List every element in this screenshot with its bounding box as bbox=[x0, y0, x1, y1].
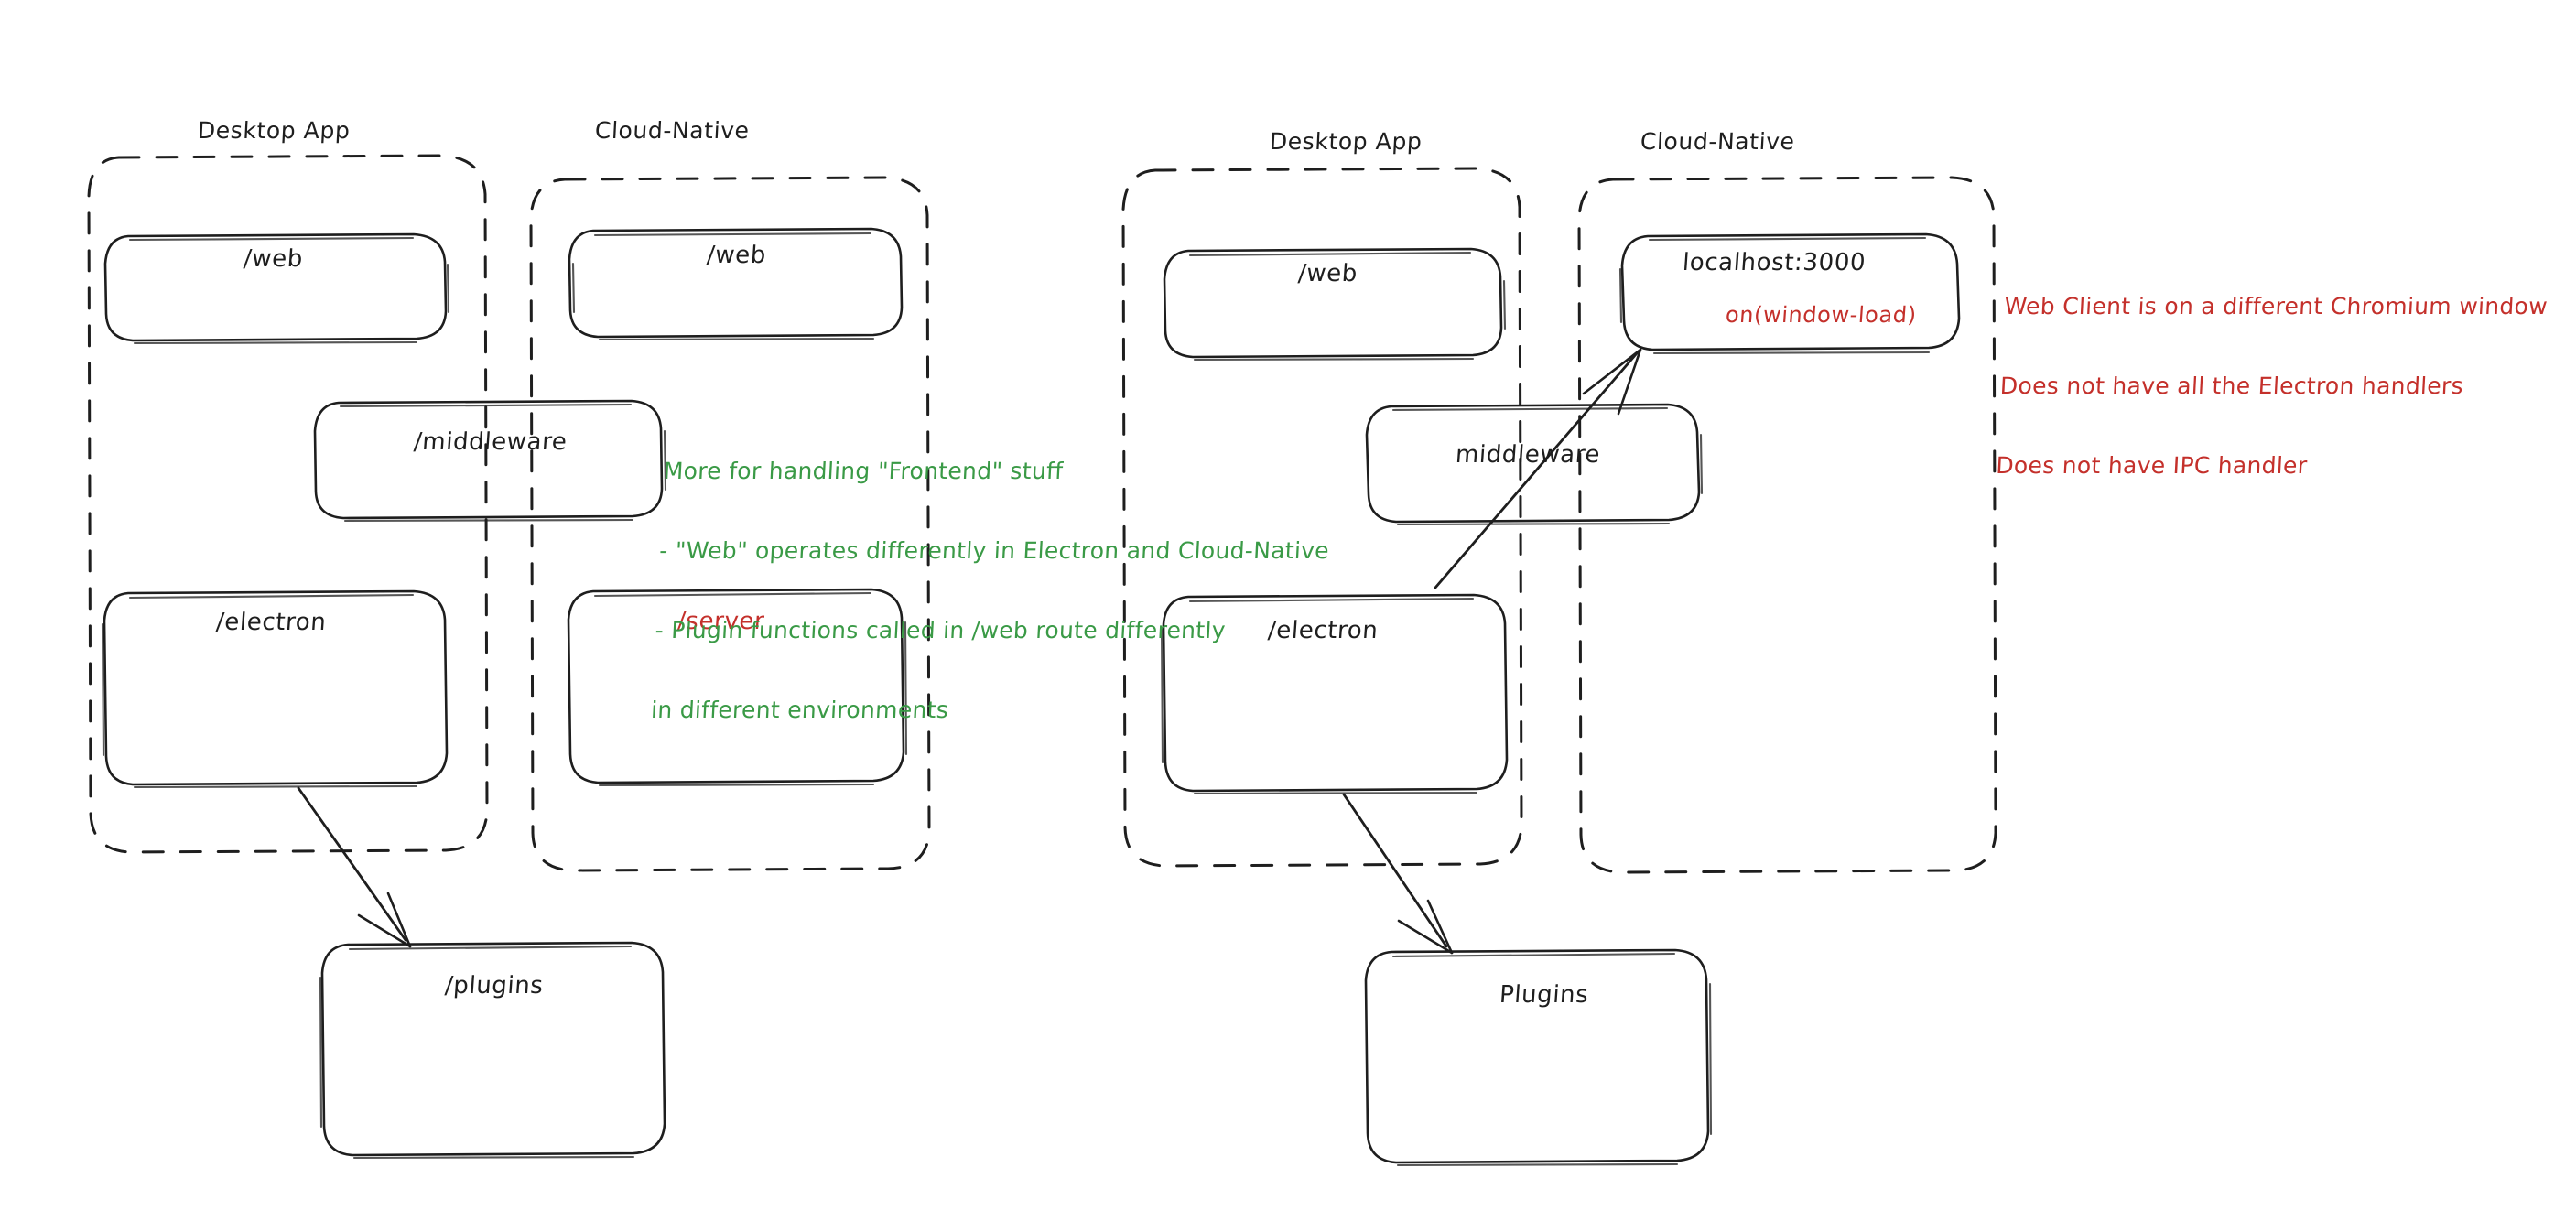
box-plugins-left bbox=[319, 941, 666, 1160]
frame-title-desktop-app-right: Desktop App bbox=[1269, 128, 1423, 155]
box-label-middleware-right: middleware bbox=[1454, 441, 1602, 469]
box-web-left-cloud bbox=[568, 227, 904, 341]
box-label-electron-left: /electron bbox=[214, 609, 328, 636]
frame-cloud-native-right bbox=[1577, 176, 1997, 874]
frame-title-cloud-native-left: Cloud-Native bbox=[594, 117, 751, 144]
box-label-middleware-left: /middleware bbox=[412, 428, 568, 456]
frame-desktop-app-right bbox=[1121, 167, 1523, 868]
arrow-electron-to-localhost-right bbox=[1434, 348, 1642, 589]
box-label-plugins-right: Plugins bbox=[1498, 981, 1590, 1009]
annotation-green-line-1: More for handling "Frontend" stuff bbox=[663, 458, 1065, 484]
frame-desktop-app-left bbox=[87, 154, 489, 854]
arrow-electron-to-plugins-right bbox=[1342, 793, 1454, 955]
box-web-right-desktop bbox=[1163, 247, 1507, 362]
box-label-web-left-desktop: /web bbox=[242, 245, 304, 273]
annotation-green-line-2: - "Web" operates differently in Electron… bbox=[658, 537, 1330, 564]
box-plugins-right bbox=[1364, 948, 1713, 1167]
box-web-left-desktop bbox=[103, 232, 450, 345]
annotation-red-note: Web Client is on a different Chromium wi… bbox=[1993, 240, 2551, 532]
box-middleware-left bbox=[313, 399, 667, 523]
frame-title-cloud-native-right: Cloud-Native bbox=[1640, 128, 1796, 155]
annotation-green-line-3: - Plugin functions called in /web route … bbox=[654, 617, 1227, 643]
box-label-localhost-right-cloud: localhost:3000 bbox=[1681, 249, 1867, 276]
annotation-red-line-3: Does not have IPC handler bbox=[1995, 452, 2309, 479]
frame-cloud-native-left bbox=[529, 176, 931, 872]
annotation-green-note: More for handling "Frontend" stuff - "We… bbox=[647, 405, 1337, 776]
annotation-red-line-2: Does not have all the Electron handlers bbox=[1999, 373, 2464, 399]
box-electron-left bbox=[101, 589, 449, 789]
box-sublabel-on-window-load: on(window-load) bbox=[1725, 302, 1918, 328]
box-electron-right bbox=[1160, 593, 1509, 795]
box-label-web-right-desktop: /web bbox=[1296, 260, 1358, 287]
frame-title-desktop-app-left: Desktop App bbox=[197, 117, 352, 144]
annotation-green-line-4: in different environments bbox=[650, 697, 949, 723]
arrow-electron-to-plugins-left bbox=[297, 786, 412, 948]
box-label-web-left-cloud: /web bbox=[705, 242, 767, 269]
annotation-red-line-1: Web Client is on a different Chromium wi… bbox=[2003, 293, 2549, 319]
box-localhost-right-cloud bbox=[1618, 232, 1961, 355]
box-label-plugins-left: /plugins bbox=[443, 972, 545, 1000]
box-server-left bbox=[567, 588, 908, 787]
